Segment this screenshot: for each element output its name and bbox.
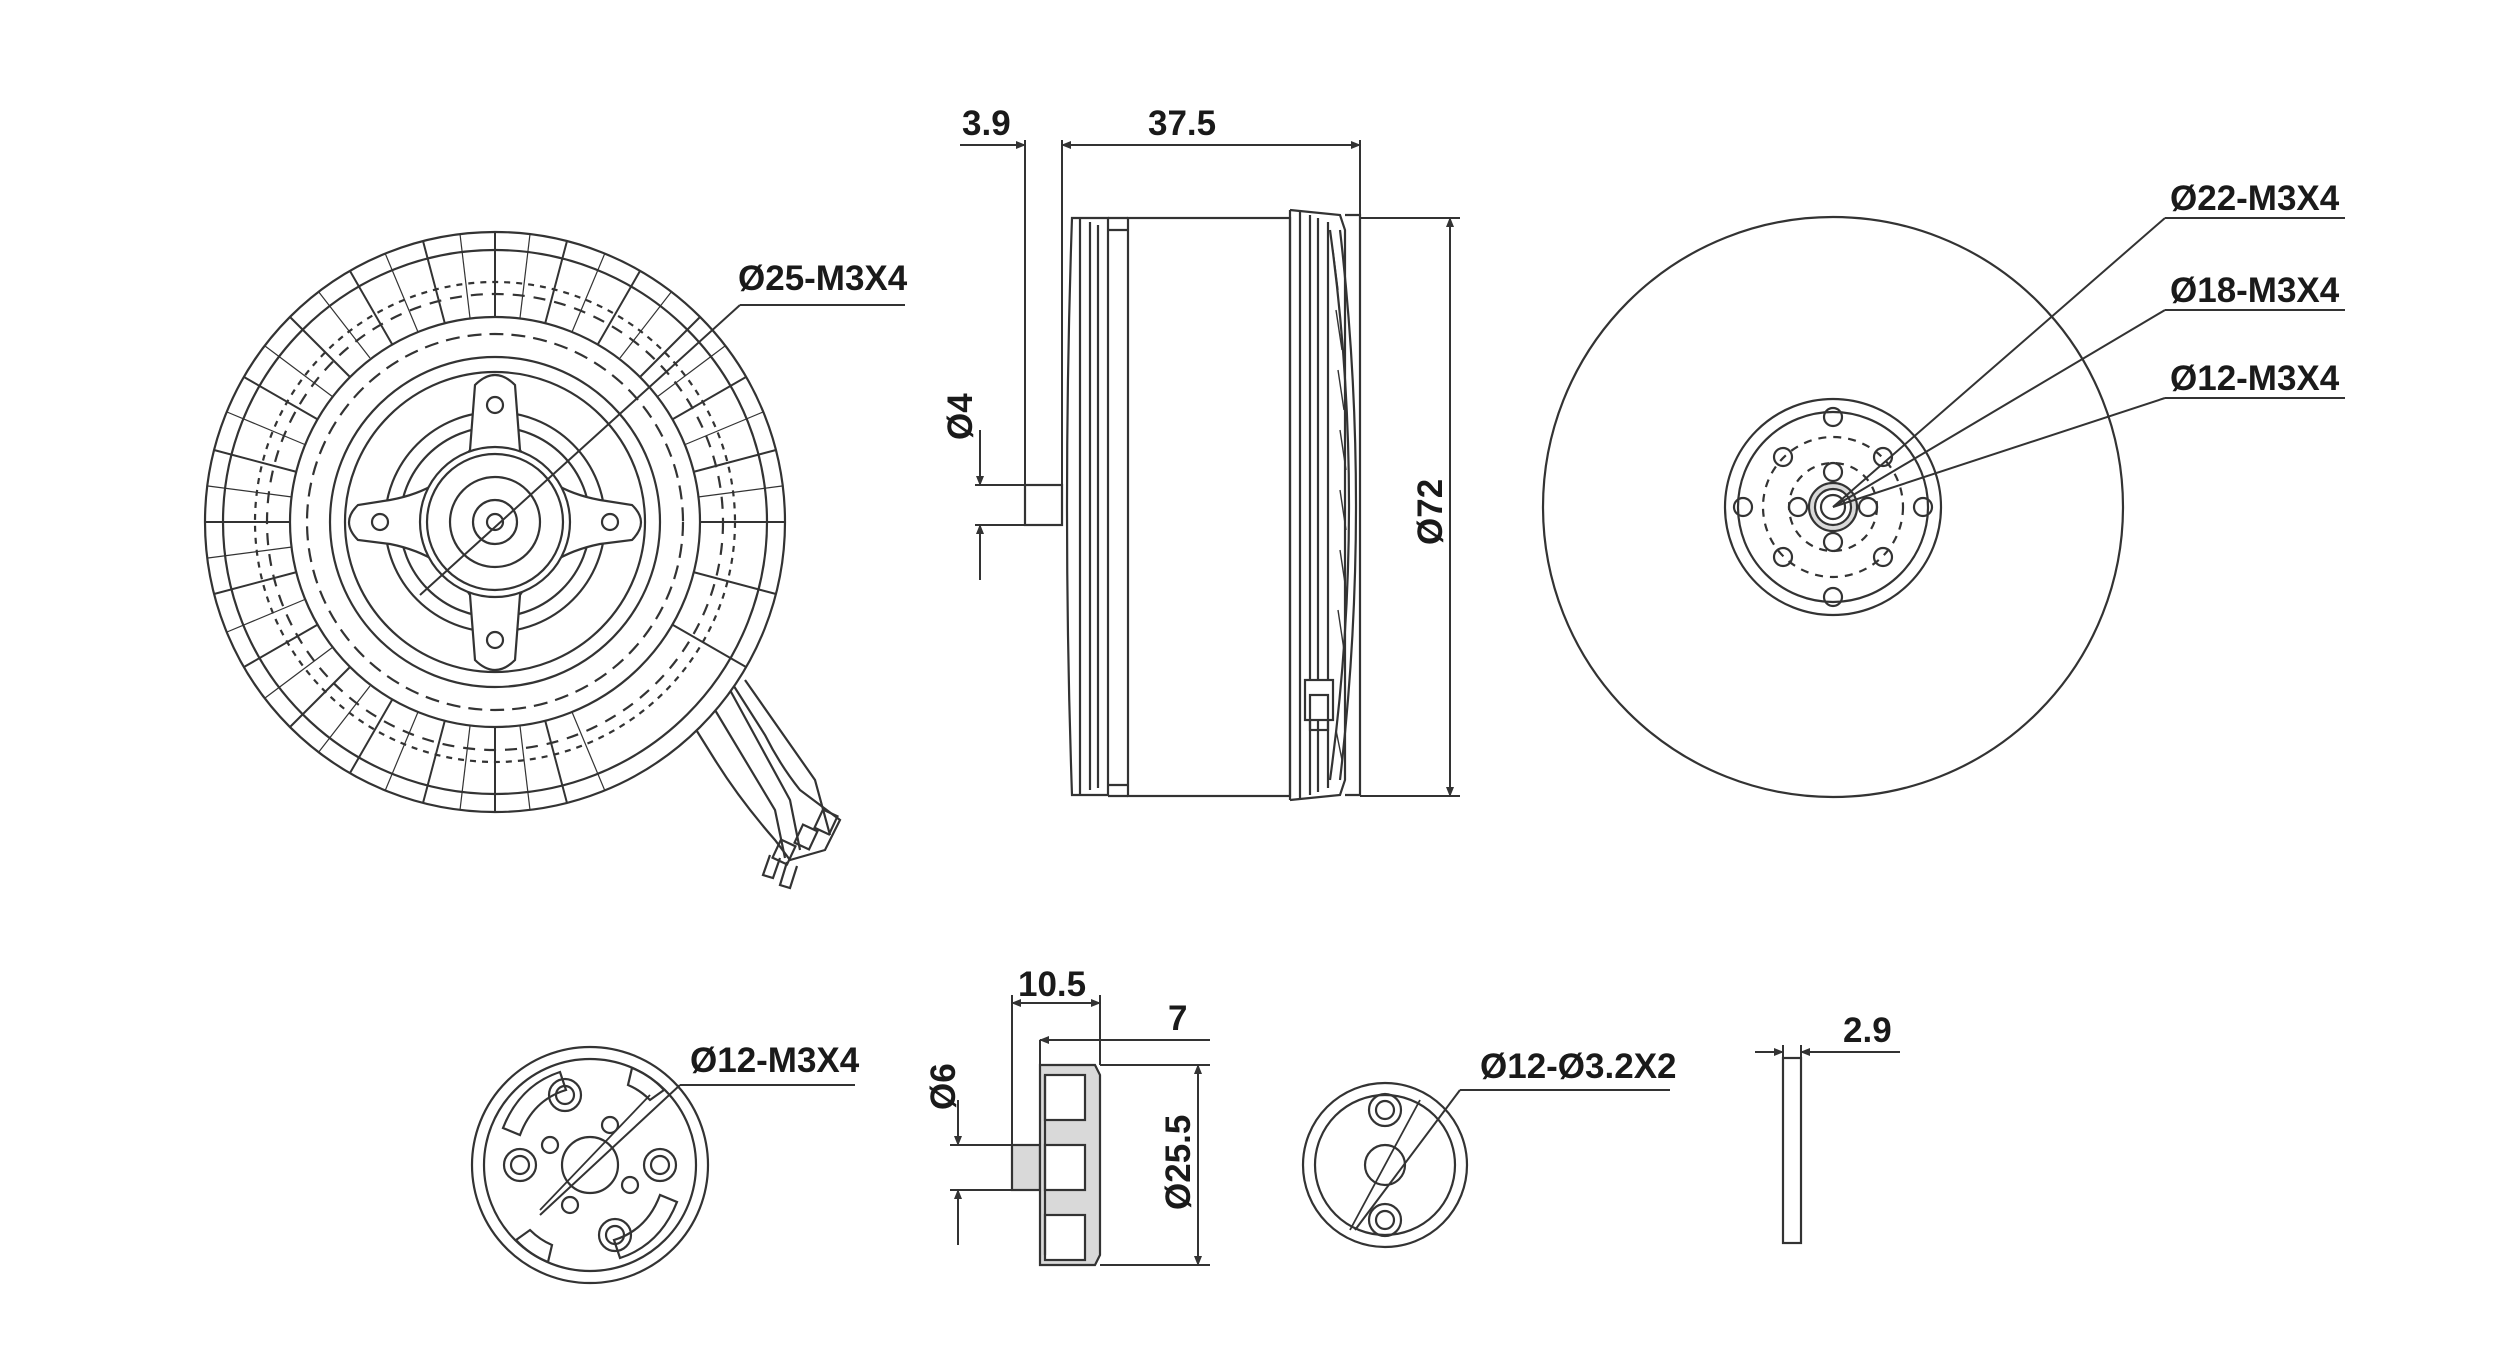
washer-callout-label: Ø12-Ø3.2X2 [1480,1047,1677,1086]
washer-side-dimensions [1755,1045,1900,1058]
washer-callout [1354,1089,1670,1231]
adapter-bore-dim-label: Ø6 [924,1063,963,1110]
adapter-callout [539,1084,855,1216]
washer-thickness-dim-label: 2.9 [1843,1011,1892,1050]
adapter-callout-label: Ø12-M3X4 [690,1041,860,1080]
motor-side-view [1023,208,1362,802]
top-view-callouts [1832,217,2345,508]
prop-adapter-side [1010,1063,1102,1267]
bottom-view-callout [419,304,905,596]
adapter-side-dimensions [950,995,1210,1266]
adapter-side-dim-2-label: 7 [1168,999,1187,1038]
motor-shaft [1023,483,1064,527]
prop-adapter-front [470,1045,710,1285]
diameter-dim-label: Ø72 [1411,479,1450,545]
adapter-side-dim-1-label: 10.5 [1018,965,1086,1004]
side-offset-dim-label: 3.9 [962,104,1011,143]
bottom-view-callout-label: Ø25-M3X4 [738,259,908,298]
top-callout-2-label: Ø18-M3X4 [2170,271,2340,310]
adapter-dia-dim-label: Ø25.5 [1159,1115,1198,1210]
cooling-fins [205,232,785,812]
washer-side [1781,1056,1803,1245]
top-callout-3-label: Ø12-M3X4 [2170,359,2340,398]
motor-body [1126,216,1292,798]
side-view-dimensions [960,140,1460,797]
side-height-dim-label: 37.5 [1148,104,1216,143]
motor-bottom-view [203,230,842,890]
washer-front [1301,1081,1469,1249]
shaft-dim-label: Ø4 [941,393,980,440]
top-callout-1-label: Ø22-M3X4 [2170,179,2340,218]
